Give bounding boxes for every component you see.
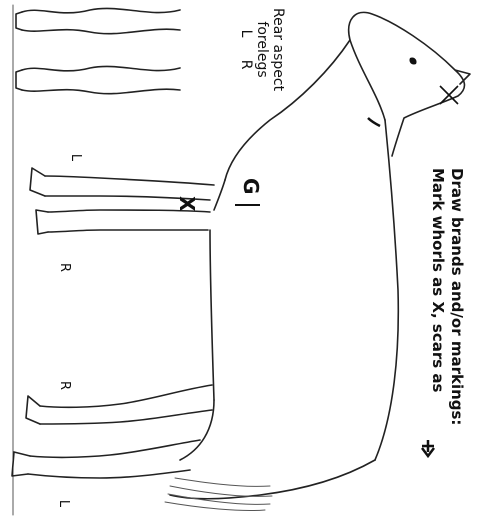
forelegs-label-line-1: Rear aspect [270, 8, 286, 91]
brand-mark-g: G [239, 178, 262, 194]
horse-tail [165, 478, 272, 511]
forelegs-label-line-3: L R [238, 8, 254, 91]
hind-leg-right [26, 385, 212, 424]
instructions-text: Draw brands and/or markings: Mark whorls… [429, 168, 467, 425]
forelegs-label-line-2: forelegs [254, 8, 270, 91]
instructions-line-2: Mark whorls as X, scars as [429, 168, 448, 425]
instructions-line-1: Draw brands and/or markings: [447, 168, 466, 425]
leg-label-hind-left: L [56, 500, 71, 507]
front-leg-right [36, 210, 210, 234]
rear-aspect-forelegs-label: Rear aspect forelegs L R [238, 8, 286, 91]
scar-arrow-icon [422, 440, 434, 456]
rear-aspect-foreleg-left [16, 8, 180, 33]
face-marking [368, 118, 380, 126]
leg-label-front-right: R [57, 263, 72, 272]
hind-leg-left [12, 440, 200, 478]
rear-aspect-foreleg-right [16, 66, 180, 93]
eye-mark [409, 57, 416, 64]
leg-label-front-left: L [68, 154, 83, 161]
whorl-mark-head [440, 86, 458, 104]
whorl-mark-x: X [175, 196, 198, 211]
horse-body-outline [170, 12, 470, 498]
leg-label-hind-right: R [57, 381, 72, 390]
